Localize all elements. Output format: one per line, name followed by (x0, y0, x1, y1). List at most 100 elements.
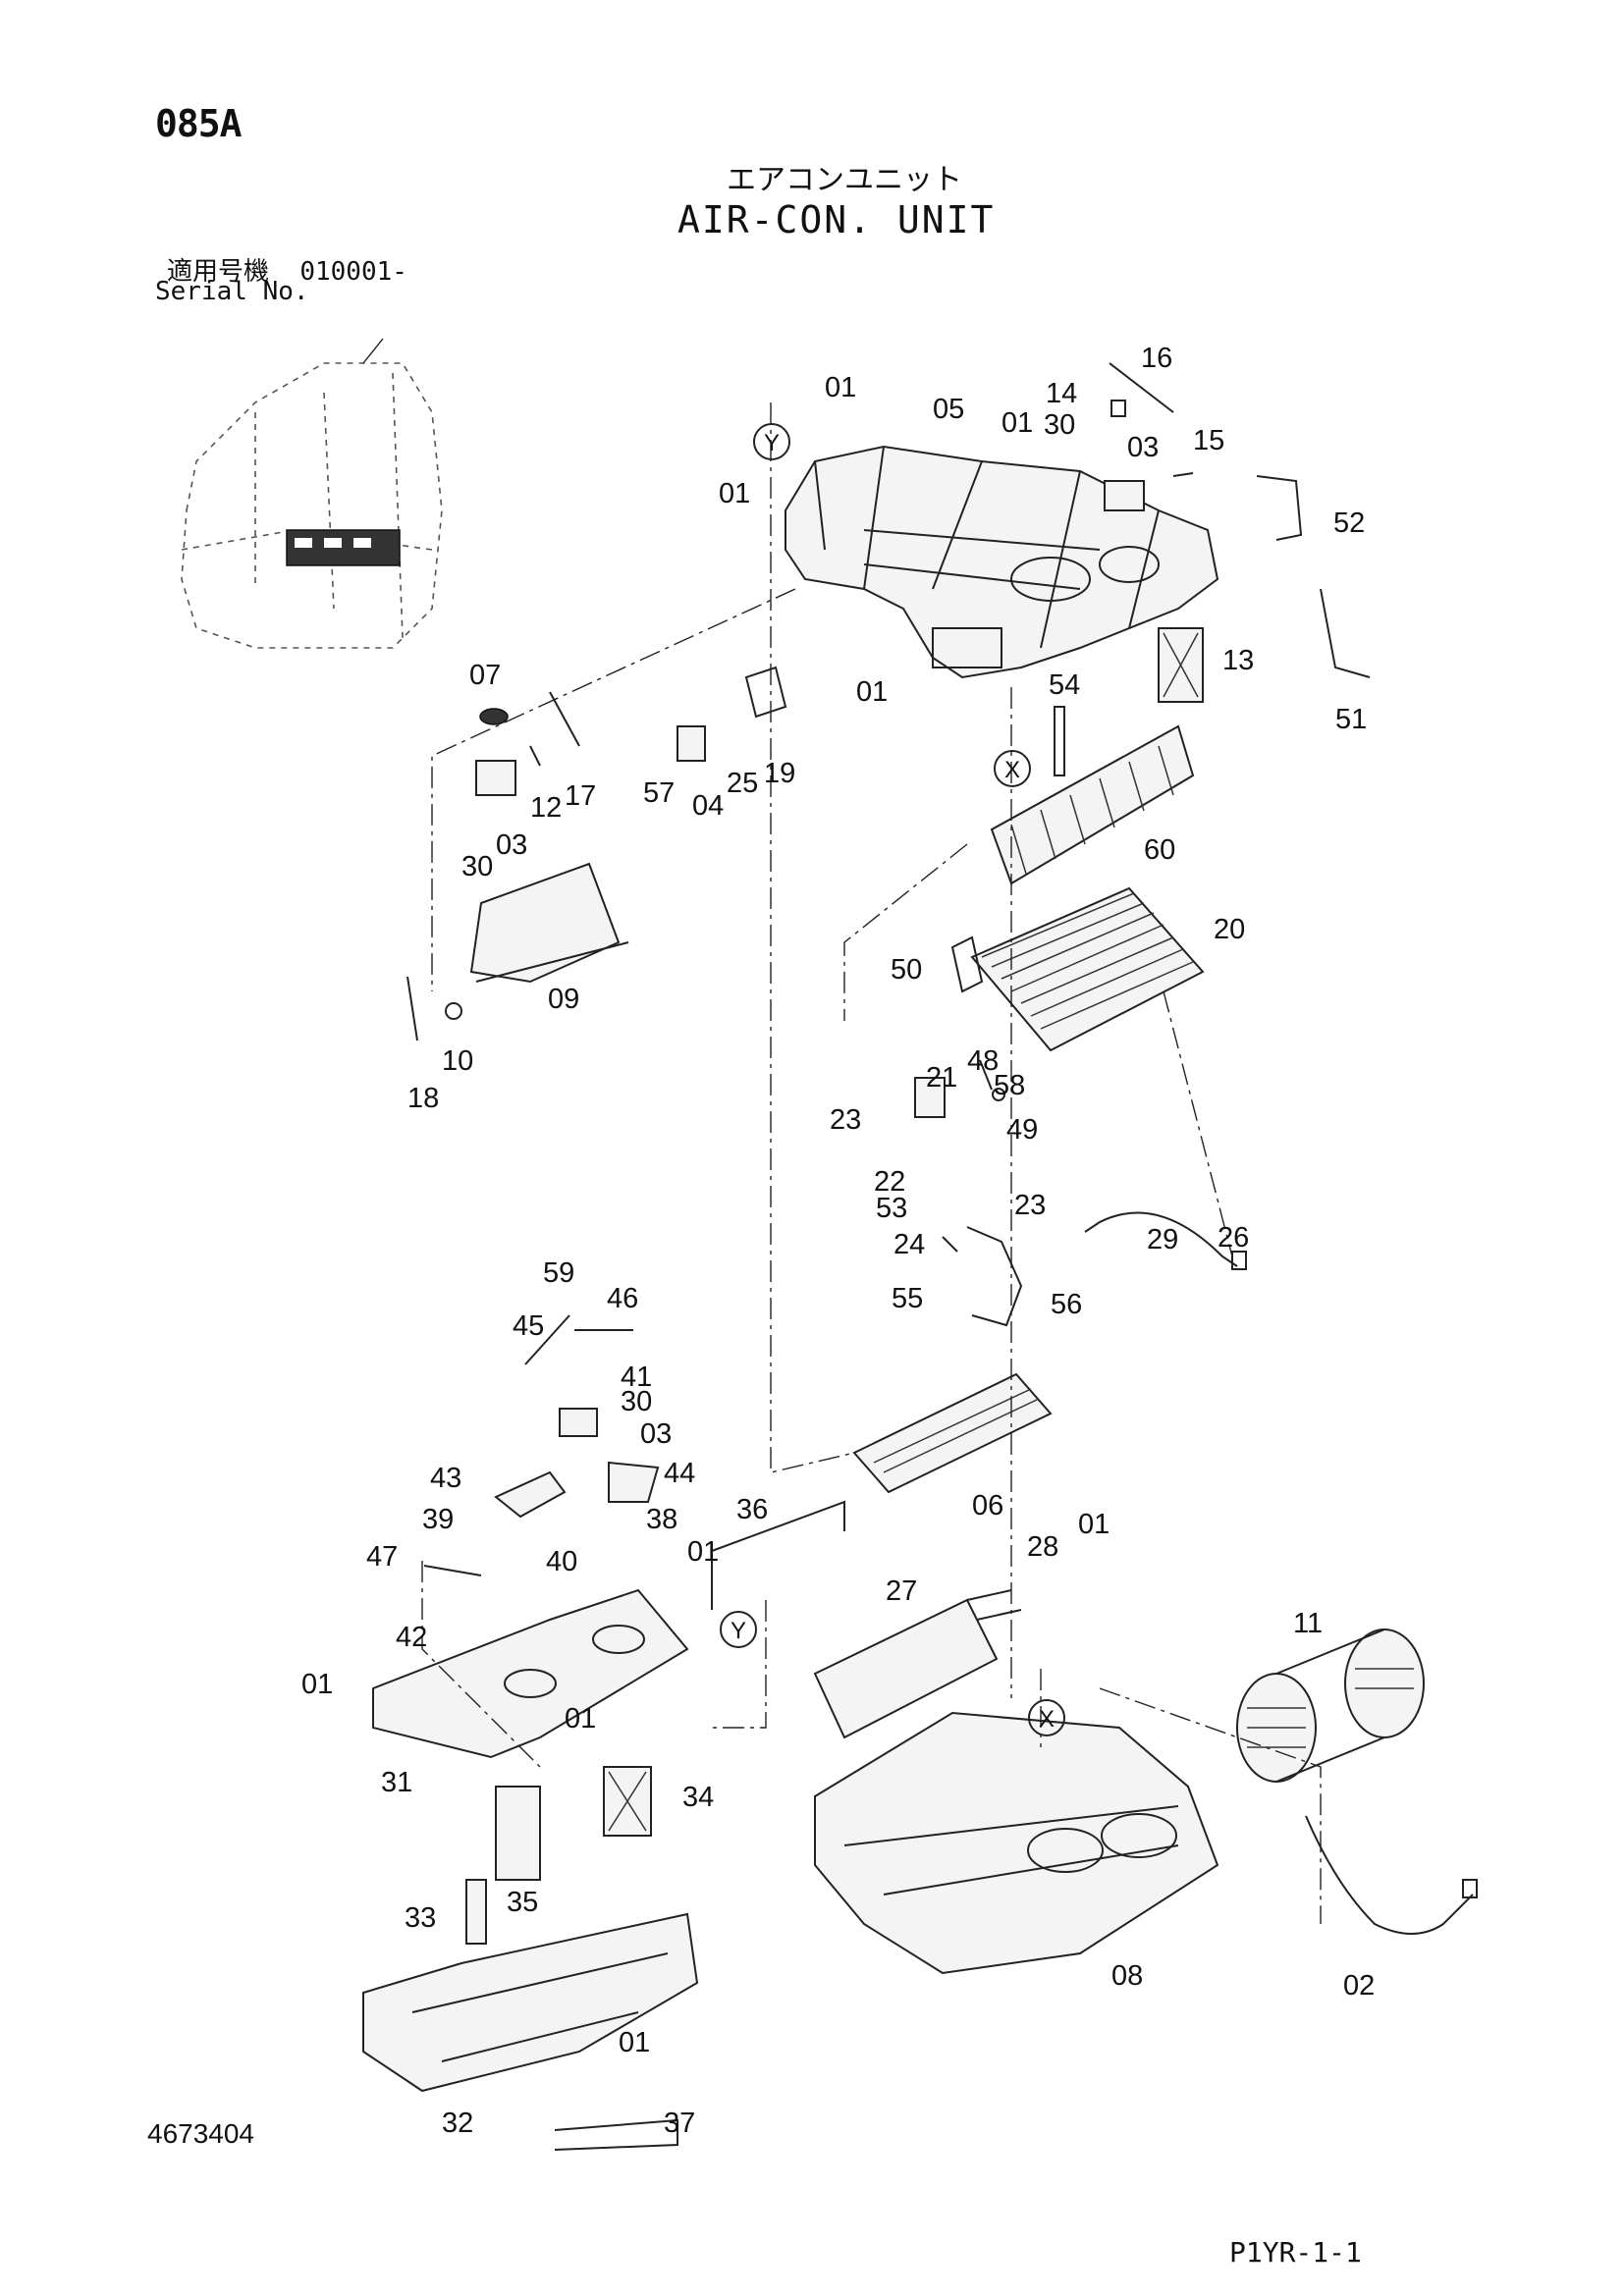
aircon-unit-location-icon (286, 529, 401, 566)
evaporator-part (950, 886, 1205, 1052)
ref-circle-x-bottom (1028, 1699, 1065, 1736)
callout: 09 (548, 984, 579, 1015)
construction-lines (421, 402, 1322, 1924)
upper-case-assembly (785, 445, 1219, 679)
ref-letter-x-top: X (1004, 757, 1020, 783)
callout: 43 (430, 1463, 461, 1494)
page-reference: P1YR-1-1 (1229, 2236, 1362, 2269)
callout: 49 (1006, 1114, 1038, 1146)
callout: 13 (1222, 645, 1254, 676)
callout: 59 (543, 1257, 574, 1289)
callout: 03 (496, 829, 527, 861)
callout: 14 (1046, 378, 1077, 409)
left-actuator-parts (406, 666, 787, 1041)
callout: 60 (1144, 834, 1175, 866)
callout: 21 (926, 1062, 957, 1094)
document-number: 4673404 (147, 2118, 255, 2149)
filter-parts (990, 627, 1204, 885)
callout: 30 (1044, 409, 1075, 441)
callout: 23 (1014, 1190, 1046, 1221)
lower-filter (852, 1372, 1053, 1494)
ref-letter-y-top: Y (764, 430, 780, 456)
callout: 02 (1343, 1970, 1375, 2002)
callout: 27 (886, 1575, 917, 1607)
title-japanese: エアコンユニット (727, 163, 962, 197)
callout: 35 (507, 1887, 538, 1918)
callout: 39 (422, 1504, 454, 1535)
callout: 19 (764, 758, 795, 789)
callout: 44 (664, 1458, 695, 1489)
callout: 51 (1335, 704, 1367, 735)
callout: 52 (1333, 507, 1365, 539)
serial-label-japanese: 適用号機 (167, 257, 270, 287)
callout: 01 (565, 1703, 596, 1735)
callout: 38 (646, 1504, 677, 1535)
callout: 11 (1293, 1608, 1323, 1639)
serial-range: 010001- (299, 257, 407, 287)
callout: 53 (876, 1193, 907, 1224)
callout: 41 (621, 1362, 652, 1393)
callout: 17 (565, 780, 596, 812)
callout: 56 (1051, 1289, 1082, 1320)
callout: 34 (682, 1782, 714, 1813)
callout: 37 (664, 2108, 695, 2139)
callout: 32 (442, 2108, 473, 2139)
callout: 16 (1141, 343, 1172, 374)
page-code: 085A (155, 102, 243, 145)
callout: 07 (469, 660, 501, 691)
heater-core (813, 1589, 1022, 1739)
callout: 33 (405, 1902, 436, 1934)
lower-left-assembly (362, 1314, 845, 2151)
serial-line: 適用号機 010001- (167, 251, 407, 288)
callout: 01 (825, 372, 856, 403)
callout: 08 (1111, 1960, 1143, 1992)
title-english: AIR-CON. UNIT (677, 198, 996, 241)
blower-motor (1236, 1629, 1478, 1935)
callout: 47 (366, 1541, 398, 1573)
callout: 31 (381, 1767, 412, 1798)
callout: 05 (933, 394, 964, 425)
callout: 03 (1127, 432, 1159, 463)
callout: 10 (442, 1045, 473, 1077)
callout: 03 (640, 1418, 672, 1450)
callout: 01 (1078, 1509, 1110, 1540)
callout: 01 (719, 478, 750, 509)
callout: 30 (621, 1386, 652, 1417)
lower-case-assembly (814, 1711, 1219, 1975)
callout: 15 (1193, 425, 1224, 456)
callout-labels: 01 05 16 14 30 01 03 15 52 01 13 51 07 1… (301, 343, 1375, 2139)
callout: 55 (892, 1283, 923, 1314)
ref-circle-x-top (994, 750, 1031, 787)
ref-letter-x-bottom: X (1039, 1706, 1055, 1733)
ref-circle-y-top (753, 423, 790, 460)
callout: 57 (643, 777, 675, 809)
callout: 40 (546, 1546, 577, 1577)
callout: 45 (513, 1310, 544, 1342)
callout: 30 (461, 851, 493, 882)
ref-letter-y-bottom: Y (731, 1618, 746, 1644)
callout: 42 (396, 1622, 427, 1653)
callout: 24 (893, 1229, 925, 1260)
callout: 23 (830, 1104, 861, 1136)
callout: 01 (619, 2027, 650, 2058)
callout: 46 (607, 1283, 638, 1314)
ref-circle-y-bottom (720, 1611, 757, 1648)
upper-actuator-parts (1104, 362, 1371, 678)
callout: 06 (972, 1490, 1003, 1522)
callout: 29 (1147, 1224, 1178, 1255)
reference-markers: Y X Y X (720, 423, 1065, 1736)
callout: 26 (1218, 1222, 1249, 1254)
callout: 36 (736, 1494, 768, 1525)
callout: 12 (530, 792, 562, 824)
callout: 22 (874, 1166, 905, 1198)
callout: 25 (727, 768, 758, 799)
callout: 01 (301, 1669, 333, 1700)
callout: 01 (687, 1536, 719, 1568)
callout: 54 (1049, 669, 1080, 701)
callout: 01 (1001, 407, 1033, 439)
serial-label-english: Serial No. (155, 277, 309, 306)
callout: 50 (891, 954, 922, 986)
callout: 28 (1027, 1531, 1058, 1563)
